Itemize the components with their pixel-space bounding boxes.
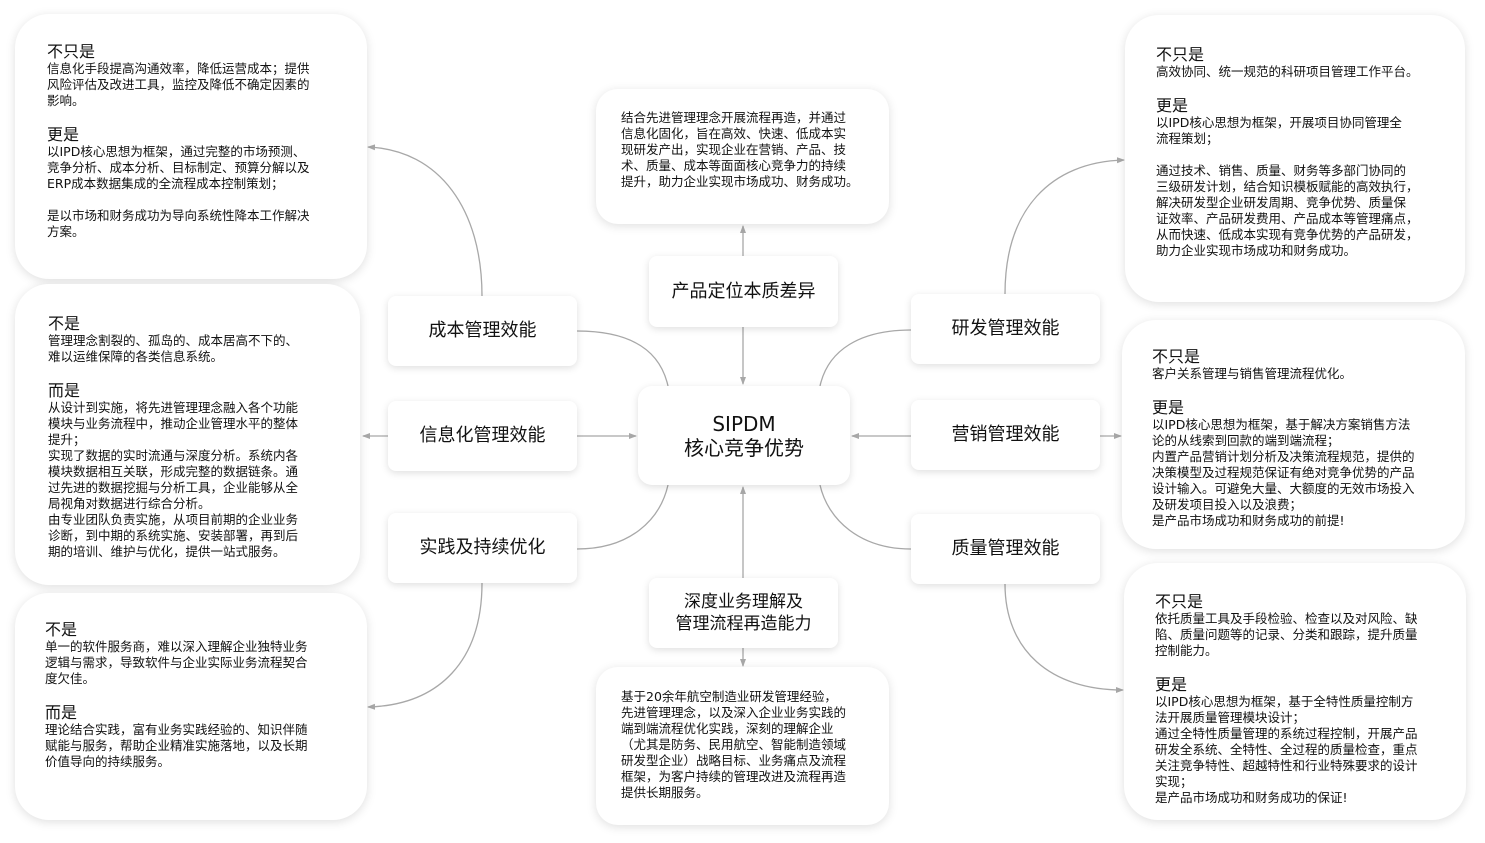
card-product: 结合先进管理理念开展流程再造，并通过 信息化固化，旨在高效、快速、低成本实 现研… [596,89,889,224]
card-heading: 不是 [45,620,78,639]
card-text: 管理理念割裂的、孤岛的、成本居高不下的、 难以运维保障的各类信息系统。 [48,333,299,364]
card-info: 不是 管理理念割裂的、孤岛的、成本居高不下的、 难以运维保障的各类信息系统。 而… [15,284,360,585]
card-text: 以IPD核心思想为框架，基于全特性质量控制方 法开展质量管理模块设计； 通过全特… [1155,694,1418,805]
link-center-rd [819,329,912,387]
node-practice: 实践及持续优化 [388,513,577,583]
card-practice: 不是 单一的软件服务商，难以深入理解企业独特业务 逻辑与需求，导致软件与企业实际… [15,593,367,820]
card-heading: 更是 [1155,675,1188,694]
node-rd: 研发管理效能 [911,294,1100,364]
card-text: 信息化手段提高沟通效率，降低运营成本；提供 风险评估及改进工具，监控及降低不确定… [47,61,310,108]
link-center-cost [576,330,669,387]
card-text: 以IPD核心思想为框架，基于解决方案销售方法 论的从线索到回款的端到端流程； 内… [1152,417,1415,528]
node-marketing: 营销管理效能 [911,400,1100,470]
card-quality: 不只是 依托质量工具及手段检验、检查以及对风险、缺 陷、质量问题等的记录、分类和… [1124,563,1466,820]
node-cost: 成本管理效能 [388,296,577,366]
card-text: 高效协同、统一规范的科研项目管理工作平台。 [1156,64,1419,79]
node-deep: 深度业务理解及 管理流程再造能力 [649,578,838,648]
link-center-practice [576,484,669,550]
card-text: 从设计到实施，将先进管理理念融入各个功能 模块与业务流程中，推动企业管理水平的整… [48,400,299,559]
link-quality-card [1004,583,1124,693]
card-heading: 而是 [48,381,81,400]
link-practice-card [367,582,483,710]
card-heading: 更是 [1152,398,1185,417]
card-text: 通过技术、销售、质量、财务等多部门协同的 三级研发计划，结合知识模板赋能的高效执… [1156,163,1419,258]
link-rd-card [1004,157,1125,295]
card-text: 以IPD核心思想为框架，通过完整的市场预测、 竞争分析、成本分析、目标制定、预算… [47,144,310,191]
card-text: 结合先进管理理念开展流程再造，并通过 信息化固化，旨在高效、快速、低成本实 现研… [621,110,859,189]
card-heading: 不只是 [1156,45,1205,64]
link-center-quality [819,484,912,550]
link-cost-card [367,144,483,297]
card-rd: 不只是 高效协同、统一规范的科研项目管理工作平台。 更是 以IPD核心思想为框架… [1125,15,1465,302]
card-text: 依托质量工具及手段检验、检查以及对风险、缺 陷、质量问题等的记录、分类和跟踪，提… [1155,611,1418,658]
node-quality: 质量管理效能 [911,514,1100,584]
card-heading: 不只是 [47,42,96,61]
card-text: 理论结合实践，富有业务实践经验的、知识伴随 赋能与服务，帮助企业精准实施落地，以… [45,722,308,769]
node-info: 信息化管理效能 [388,401,577,471]
card-text: 客户关系管理与销售管理流程优化。 [1152,366,1353,381]
node-center-sipdm: SIPDM 核心竞争优势 [638,386,850,485]
card-heading: 不是 [48,314,81,333]
card-heading: 更是 [1156,96,1189,115]
card-heading: 更是 [47,125,80,144]
node-product: 产品定位本质差异 [649,256,838,327]
card-heading: 不只是 [1152,347,1201,366]
card-cost: 不只是 信息化手段提高沟通效率，降低运营成本；提供 风险评估及改进工具，监控及降… [15,14,367,279]
card-text: 基于20余年航空制造业研发管理经验， 先进管理理念，以及深入企业业务实践的 端到… [621,689,847,800]
card-heading: 而是 [45,703,78,722]
card-deep: 基于20余年航空制造业研发管理经验， 先进管理理念，以及深入企业业务实践的 端到… [596,667,889,825]
card-heading: 不只是 [1155,592,1204,611]
card-text: 以IPD核心思想为框架，开展项目协同管理全 流程策划； [1156,115,1402,146]
card-text: 是以市场和财务成功为导向系统性降本工作解决 方案。 [47,208,310,239]
card-marketing: 不只是 客户关系管理与销售管理流程优化。 更是 以IPD核心思想为框架，基于解决… [1122,320,1465,549]
card-text: 单一的软件服务商，难以深入理解企业独特业务 逻辑与需求，导致软件与企业实际业务流… [45,639,308,686]
